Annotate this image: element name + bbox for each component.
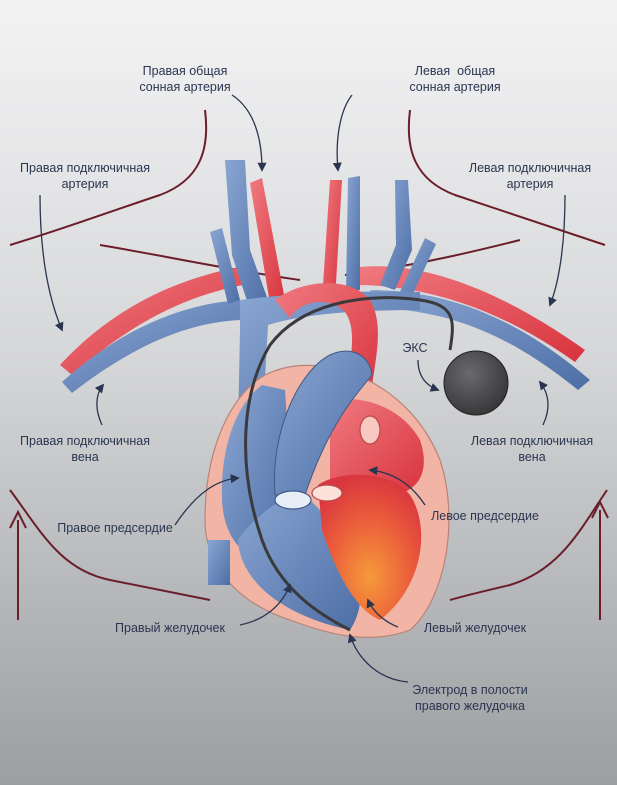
label-right-ventricle: Правый желудочек bbox=[115, 621, 225, 635]
right-subclavian-artery bbox=[60, 265, 262, 375]
inferior-vena-cava bbox=[208, 540, 230, 585]
label-left-atrium: Левое предсердие bbox=[431, 509, 539, 523]
label-right-common-carotid: Правая общая сонная артерия bbox=[139, 64, 231, 94]
right-common-carotid-artery bbox=[250, 178, 285, 304]
label-right-subclavian-artery: Правая подключичная артерия bbox=[20, 161, 150, 191]
label-electrode: Электрод в полости правого желудочка bbox=[412, 683, 528, 713]
annotation-arrows bbox=[39, 94, 566, 683]
left-jugular-vein bbox=[346, 176, 360, 292]
left-vein-branch-2 bbox=[398, 238, 436, 300]
left-subclavian-artery bbox=[350, 266, 585, 362]
pulmonary-valve-opening bbox=[274, 490, 312, 510]
pacing-electrode-lead bbox=[244, 296, 454, 632]
aortic-valve-opening bbox=[311, 484, 343, 502]
left-atrium bbox=[330, 398, 424, 495]
right-subclavian-vein bbox=[62, 300, 255, 393]
mitral-valve bbox=[359, 415, 381, 445]
left-ventricle bbox=[318, 474, 422, 620]
label-left-subclavian-artery: Левая подключичная артерия bbox=[468, 161, 592, 191]
label-left-subclavian-vein: Левая подключичная вена bbox=[470, 434, 594, 464]
right-vein-branch bbox=[210, 228, 240, 304]
label-left-ventricle: Левый желудочек bbox=[423, 621, 527, 635]
label-left-common-carotid: Левая общая сонная артерия bbox=[409, 64, 501, 94]
label-right-subclavian-vein: Правая подключичная вена bbox=[20, 434, 150, 464]
label-pacemaker: ЭКС bbox=[402, 341, 428, 355]
left-common-carotid-artery bbox=[322, 180, 342, 300]
right-arm-arrow-icon bbox=[591, 499, 609, 519]
pacemaker-device-icon bbox=[443, 350, 509, 416]
right-jugular-vein bbox=[225, 160, 268, 310]
left-vein-branch bbox=[380, 180, 412, 290]
left-arm-arrow-icon bbox=[9, 509, 27, 529]
pulmonary-trunk bbox=[273, 350, 373, 496]
arm-lines bbox=[17, 510, 601, 620]
label-right-atrium: Правое предсердие bbox=[57, 521, 173, 535]
